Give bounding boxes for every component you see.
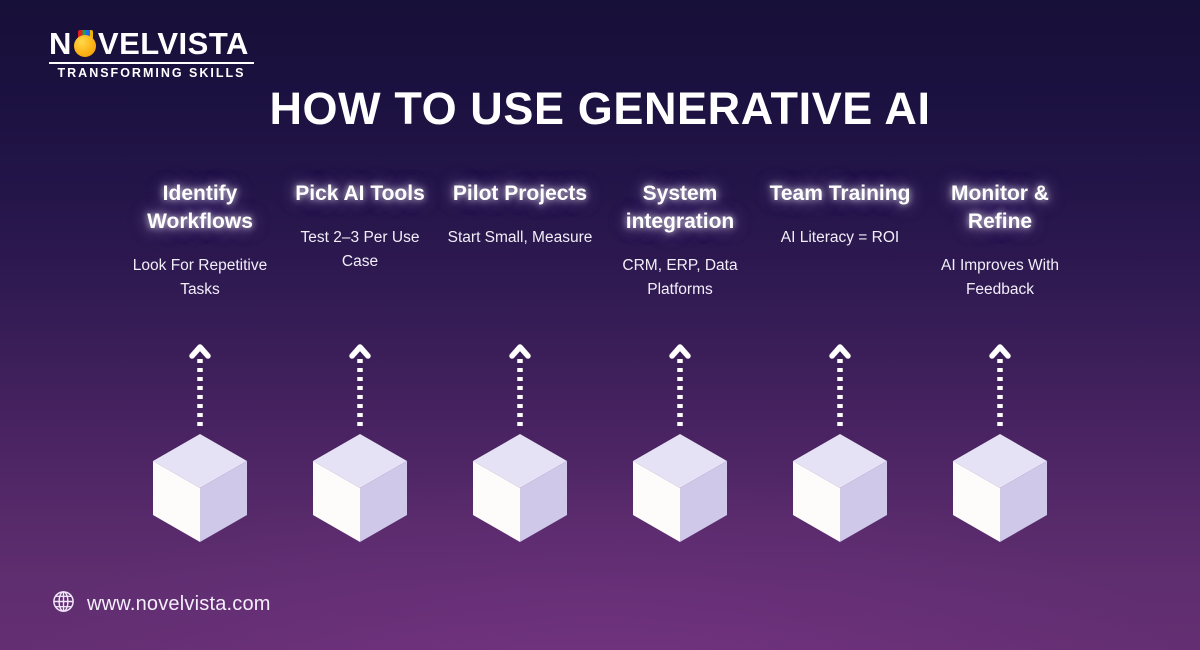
step-figure-2 — [280, 340, 440, 544]
arrow-up-dotted-icon — [668, 340, 692, 430]
brand-divider — [49, 62, 254, 64]
step-heading: Identify Workflows — [147, 182, 253, 234]
footer: www.novelvista.com — [52, 590, 271, 618]
step-subtitle: CRM, ERP, Data Platforms — [622, 257, 738, 298]
steps-text-row: Identify Workflows Look For Repetitive T… — [120, 180, 1080, 301]
step-heading: Pilot Projects — [452, 182, 588, 205]
brand-wordmark: N VELVISTA — [49, 28, 254, 59]
step-column-1: Identify Workflows Look For Repetitive T… — [120, 180, 280, 301]
cube-icon — [150, 432, 250, 544]
step-subtitle: Start Small, Measure — [447, 229, 593, 247]
cube-icon — [470, 432, 570, 544]
brand-logo: N VELVISTA TRANSFORMING SKILLS — [49, 28, 254, 80]
step-subtitle: Look For Repetitive Tasks — [132, 257, 268, 298]
brand-name-part1: N — [49, 26, 72, 61]
step-column-4: System integration CRM, ERP, Data Platfo… — [600, 180, 760, 301]
website-url[interactable]: www.novelvista.com — [87, 592, 271, 615]
step-subtitle: AI Literacy = ROI — [780, 229, 900, 247]
lightbulb-icon — [73, 30, 97, 57]
arrow-up-dotted-icon — [508, 340, 532, 430]
brand-name-part2: VELVISTA — [97, 26, 249, 61]
arrow-up-dotted-icon — [988, 340, 1012, 430]
brand-tagline: TRANSFORMING SKILLS — [57, 66, 246, 80]
step-figure-6 — [920, 340, 1080, 544]
step-column-3: Pilot Projects Start Small, Measure — [440, 180, 600, 301]
step-heading: Pick AI Tools — [295, 182, 425, 205]
arrow-up-dotted-icon — [348, 340, 372, 430]
globe-icon — [52, 590, 75, 618]
step-figure-3 — [440, 340, 600, 544]
step-figure-4 — [600, 340, 760, 544]
step-heading: Team Training — [769, 182, 911, 205]
cube-icon — [950, 432, 1050, 544]
step-heading: Monitor & Refine — [951, 182, 1049, 234]
step-figure-5 — [760, 340, 920, 544]
page-title: HOW TO USE GENERATIVE AI — [269, 83, 931, 134]
step-heading: System integration — [625, 182, 735, 234]
step-figure-1 — [120, 340, 280, 544]
cube-icon — [630, 432, 730, 544]
steps-graphics-row — [120, 340, 1080, 544]
step-column-6: Monitor & Refine AI Improves With Feedba… — [920, 180, 1080, 301]
arrow-up-dotted-icon — [828, 340, 852, 430]
arrow-up-dotted-icon — [188, 340, 212, 430]
cube-icon — [790, 432, 890, 544]
step-column-5: Team Training AI Literacy = ROI — [760, 180, 920, 301]
step-subtitle: AI Improves With Feedback — [941, 257, 1059, 298]
step-subtitle: Test 2–3 Per Use Case — [300, 229, 420, 270]
step-column-2: Pick AI Tools Test 2–3 Per Use Case — [280, 180, 440, 301]
cube-icon — [310, 432, 410, 544]
